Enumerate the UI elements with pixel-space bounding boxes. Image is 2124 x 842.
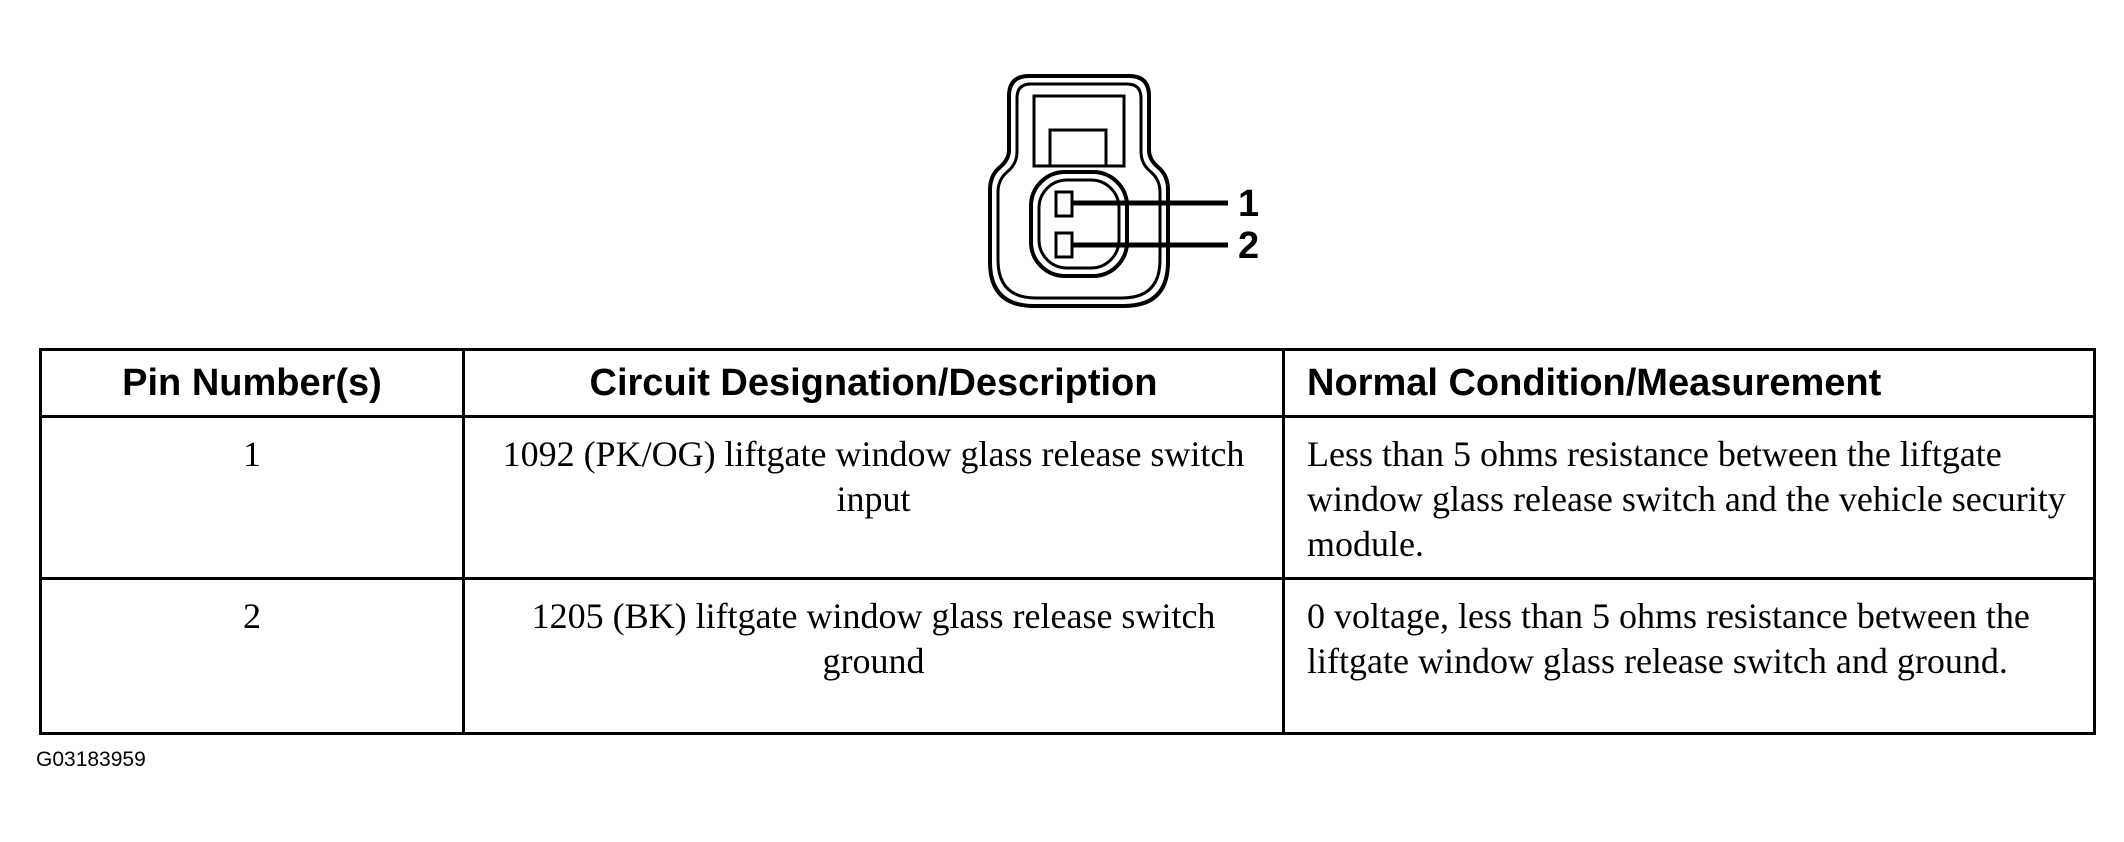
connector-shell-outer (988, 74, 1170, 308)
pin-2-label: 2 (1238, 225, 1259, 267)
connector-shell-inner (996, 82, 1162, 300)
pin-1-terminal (1054, 190, 1074, 218)
pinout-table: Pin Number(s) Circuit Designation/Descri… (39, 348, 2096, 735)
header-normal-condition: Normal Condition/Measurement (1282, 348, 2096, 418)
pin-2-terminal (1054, 231, 1074, 259)
table-header-row: Pin Number(s) Circuit Designation/Descri… (39, 348, 2096, 418)
figure-id: G03183959 (36, 748, 146, 771)
cell-pin-number: 2 (39, 577, 465, 735)
cell-normal-condition: Less than 5 ohms resistance between the … (1282, 415, 2096, 580)
table-row: 1 1092 (PK/OG) liftgate window glass rel… (39, 415, 2096, 580)
connector-diagram: 1 2 (988, 74, 1259, 308)
cell-normal-condition: 0 voltage, less than 5 ohms resistance b… (1282, 577, 2096, 735)
table-row: 2 1205 (BK) liftgate window glass releas… (39, 577, 2096, 735)
cell-circuit-description: 1205 (BK) liftgate window glass release … (462, 577, 1285, 735)
cell-pin-number: 1 (39, 415, 465, 580)
pin-1-label: 1 (1238, 183, 1259, 225)
header-circuit-description: Circuit Designation/Description (462, 348, 1285, 418)
header-pin-numbers: Pin Number(s) (39, 348, 465, 418)
cell-circuit-description: 1092 (PK/OG) liftgate window glass relea… (462, 415, 1285, 580)
pin-cavity-inner (1037, 178, 1121, 270)
locking-tab-window (1048, 128, 1108, 168)
pin-cavity-outer (1029, 170, 1129, 278)
